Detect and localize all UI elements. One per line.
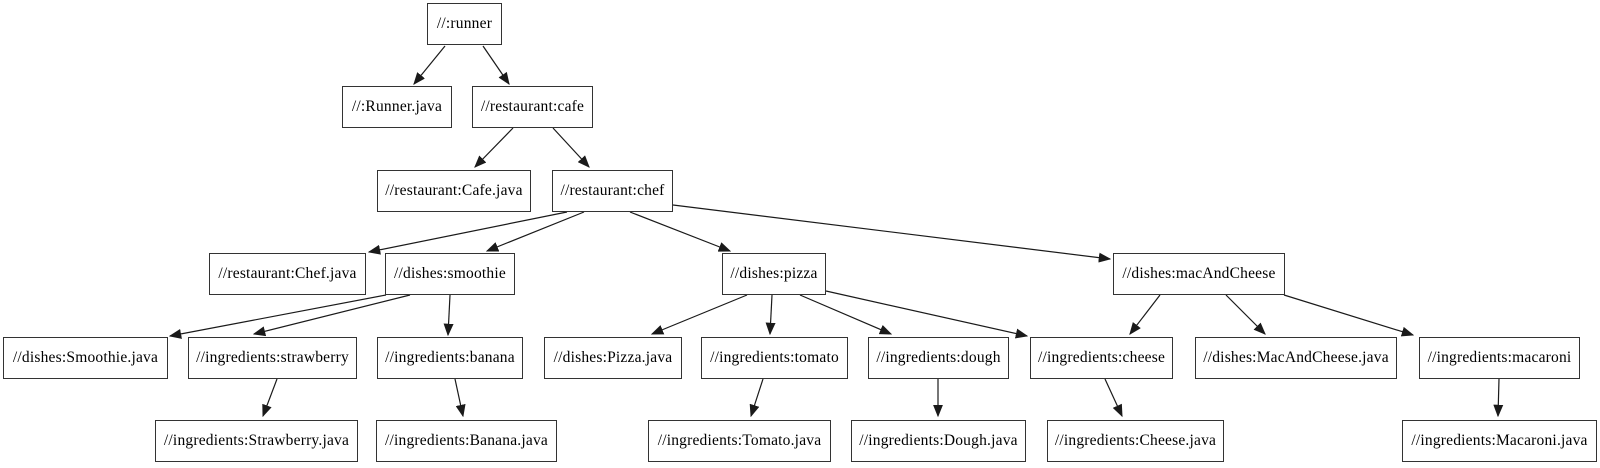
node-macaroni: //ingredients:macaroni	[1419, 337, 1580, 379]
edge-cafe-to-chef	[552, 127, 590, 168]
edge-pizza-to-tomato	[765, 294, 776, 336]
edge-strawberry-to-strawberry_java	[262, 378, 278, 418]
edge-smoothie-to-smoothie_java	[168, 294, 387, 339]
edge-runner-to-cafe	[482, 45, 510, 86]
node-smoothie_java: //dishes:Smoothie.java	[3, 337, 168, 379]
node-strawberry: //ingredients:strawberry	[188, 337, 357, 379]
node-cafe_java: //restaurant:Cafe.java	[377, 170, 531, 212]
edge-chef-to-pizza	[629, 211, 732, 252]
edge-pizza-to-cheese	[825, 290, 1029, 339]
edge-cafe-to-cafe_java	[474, 127, 514, 168]
node-runner: //:runner	[427, 3, 502, 45]
node-tomato: //ingredients:tomato	[701, 337, 848, 379]
node-tomato_java: //ingredients:Tomato.java	[648, 420, 831, 462]
edge-banana-to-banana_java	[454, 378, 466, 418]
node-dough_java: //ingredients:Dough.java	[851, 420, 1026, 462]
edge-mac_and_cheese-to-mac_and_cheese_java	[1225, 294, 1266, 335]
node-cheese: //ingredients:cheese	[1030, 337, 1173, 379]
edge-pizza-to-pizza_java	[650, 294, 748, 335]
node-cheese_java: //ingredients:Cheese.java	[1047, 420, 1224, 462]
edge-smoothie-to-banana	[443, 294, 454, 337]
node-pizza_java: //dishes:Pizza.java	[544, 337, 682, 379]
edge-chef-to-smoothie	[485, 211, 585, 252]
node-chef_java: //restaurant:Chef.java	[209, 253, 366, 295]
node-strawberry_java: //ingredients:Strawberry.java	[155, 420, 358, 462]
edge-chef-to-mac_and_cheese	[672, 204, 1112, 263]
edge-macaroni-to-macaroni_java	[1493, 378, 1504, 418]
node-macaroni_java: //ingredients:Macaroni.java	[1402, 420, 1597, 462]
node-banana_java: //ingredients:Banana.java	[376, 420, 557, 462]
edge-chef-to-chef_java	[367, 211, 568, 255]
node-banana: //ingredients:banana	[377, 337, 523, 379]
edge-runner-to-runner_java	[413, 45, 446, 85]
node-runner_java: //:Runner.java	[342, 86, 452, 128]
node-pizza: //dishes:pizza	[722, 253, 826, 295]
edge-pizza-to-dough	[799, 294, 893, 335]
edge-smoothie-to-strawberry	[252, 294, 411, 337]
node-dough: //ingredients:dough	[868, 337, 1009, 379]
node-chef: //restaurant:chef	[552, 170, 673, 212]
edge-mac_and_cheese-to-cheese	[1129, 294, 1161, 335]
node-cafe: //restaurant:cafe	[472, 86, 593, 128]
edge-mac_and_cheese-to-macaroni	[1283, 294, 1415, 337]
node-smoothie: //dishes:smoothie	[385, 253, 515, 295]
edge-tomato-to-tomato_java	[749, 378, 764, 418]
node-mac_and_cheese: //dishes:macAndCheese	[1113, 253, 1285, 295]
edge-cheese-to-cheese_java	[1104, 378, 1123, 418]
node-mac_and_cheese_java: //dishes:MacAndCheese.java	[1195, 337, 1397, 379]
